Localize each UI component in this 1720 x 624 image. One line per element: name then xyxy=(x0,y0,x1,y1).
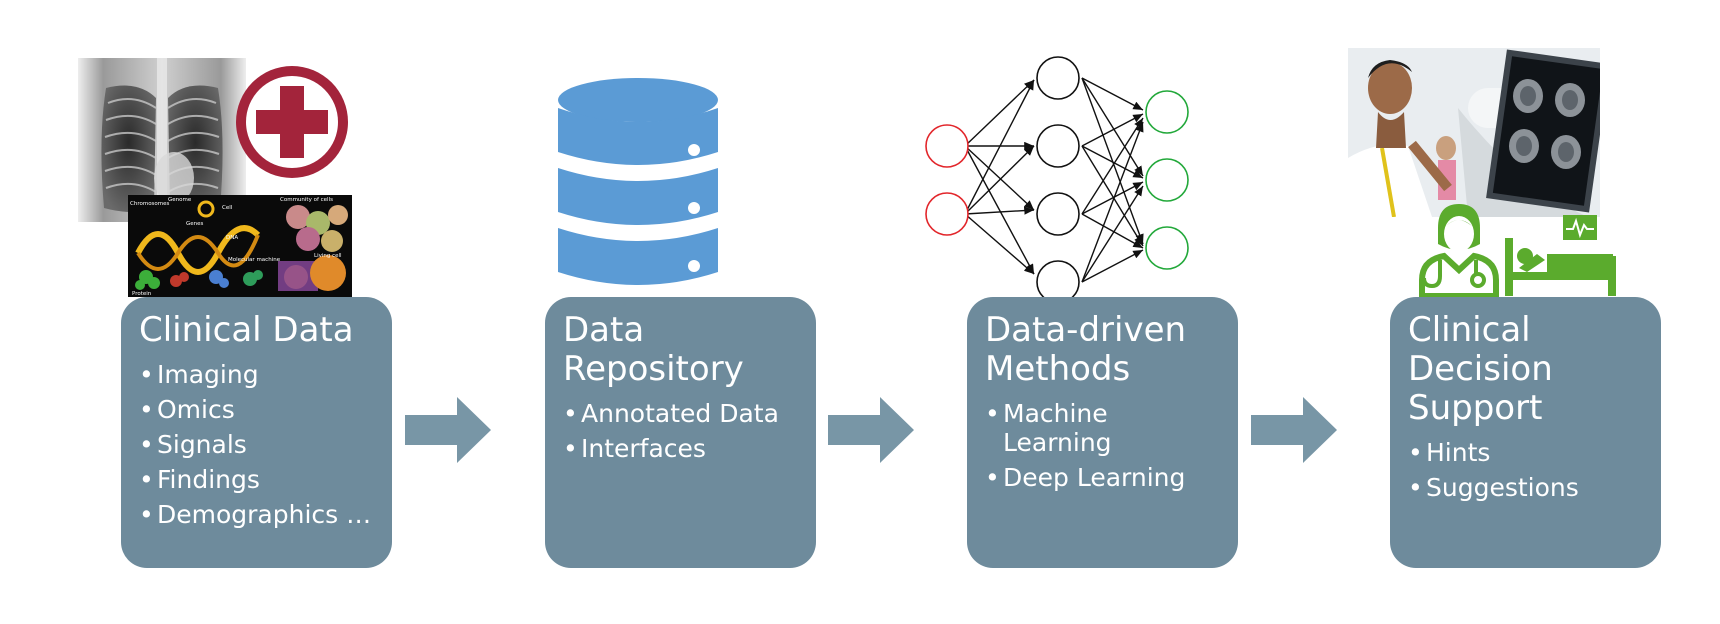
omics-label: Genome xyxy=(168,197,192,203)
stage-item: Demographics … xyxy=(139,500,374,529)
stage-items: Imaging Omics Signals Findings Demograph… xyxy=(139,360,374,529)
omics-label: Protein xyxy=(132,291,152,297)
stage-box-data-repository: Data Repository Annotated Data Interface… xyxy=(545,297,816,568)
stage-item: Interfaces xyxy=(563,434,798,463)
stage-item: Findings xyxy=(139,465,374,494)
flow-arrow-icon xyxy=(828,397,914,463)
patient-bed-icon xyxy=(1505,238,1616,298)
stage-title: Data Repository xyxy=(563,310,744,389)
chest-xray-image xyxy=(78,58,246,222)
stage-items: Machine Learning Deep Learning xyxy=(985,399,1220,492)
stage-items: Annotated Data Interfaces xyxy=(563,399,798,463)
database-icon xyxy=(556,76,720,296)
stage-item: Annotated Data xyxy=(563,399,798,428)
stage-box-clinical-data: Clinical Data Imaging Omics Signals Find… xyxy=(121,297,392,568)
stage-title: Clinical Decision Support xyxy=(1408,310,1553,428)
omics-collage-image: Chromosomes Genome Cell Genes DNA Commun… xyxy=(128,195,352,297)
omics-label: Genes xyxy=(186,221,204,227)
stage-title: Clinical Data xyxy=(139,310,354,350)
stage-box-data-driven-methods: Data-driven Methods Machine Learning Dee… xyxy=(967,297,1238,568)
stage-title: Data-driven Methods xyxy=(985,310,1187,389)
doctor-brain-scan-photo xyxy=(1348,48,1600,217)
stage-item: Signals xyxy=(139,430,374,459)
omics-label: Cell xyxy=(222,205,233,211)
omics-label: Community of cells xyxy=(280,197,333,203)
flow-arrow-icon xyxy=(1251,397,1337,463)
omics-label: Chromosomes xyxy=(130,201,170,207)
doctor-icon xyxy=(1418,200,1500,298)
omics-label: Molecular machine xyxy=(228,257,281,263)
medical-cross-icon xyxy=(232,62,352,182)
vital-signs-icon xyxy=(1563,215,1597,240)
flow-arrow-icon xyxy=(405,397,491,463)
neural-network-icon xyxy=(920,48,1200,298)
stage-item: Hints xyxy=(1408,438,1643,467)
stage-item: Suggestions xyxy=(1408,473,1643,502)
stage-items: Hints Suggestions xyxy=(1408,438,1643,502)
omics-label: Living cell xyxy=(314,253,342,259)
stage-item: Machine Learning xyxy=(985,399,1220,457)
stage-box-clinical-decision-support: Clinical Decision Support Hints Suggesti… xyxy=(1390,297,1661,568)
stage-item: Deep Learning xyxy=(985,463,1220,492)
stage-item: Omics xyxy=(139,395,374,424)
omics-label: DNA xyxy=(226,235,238,241)
stage-item: Imaging xyxy=(139,360,374,389)
